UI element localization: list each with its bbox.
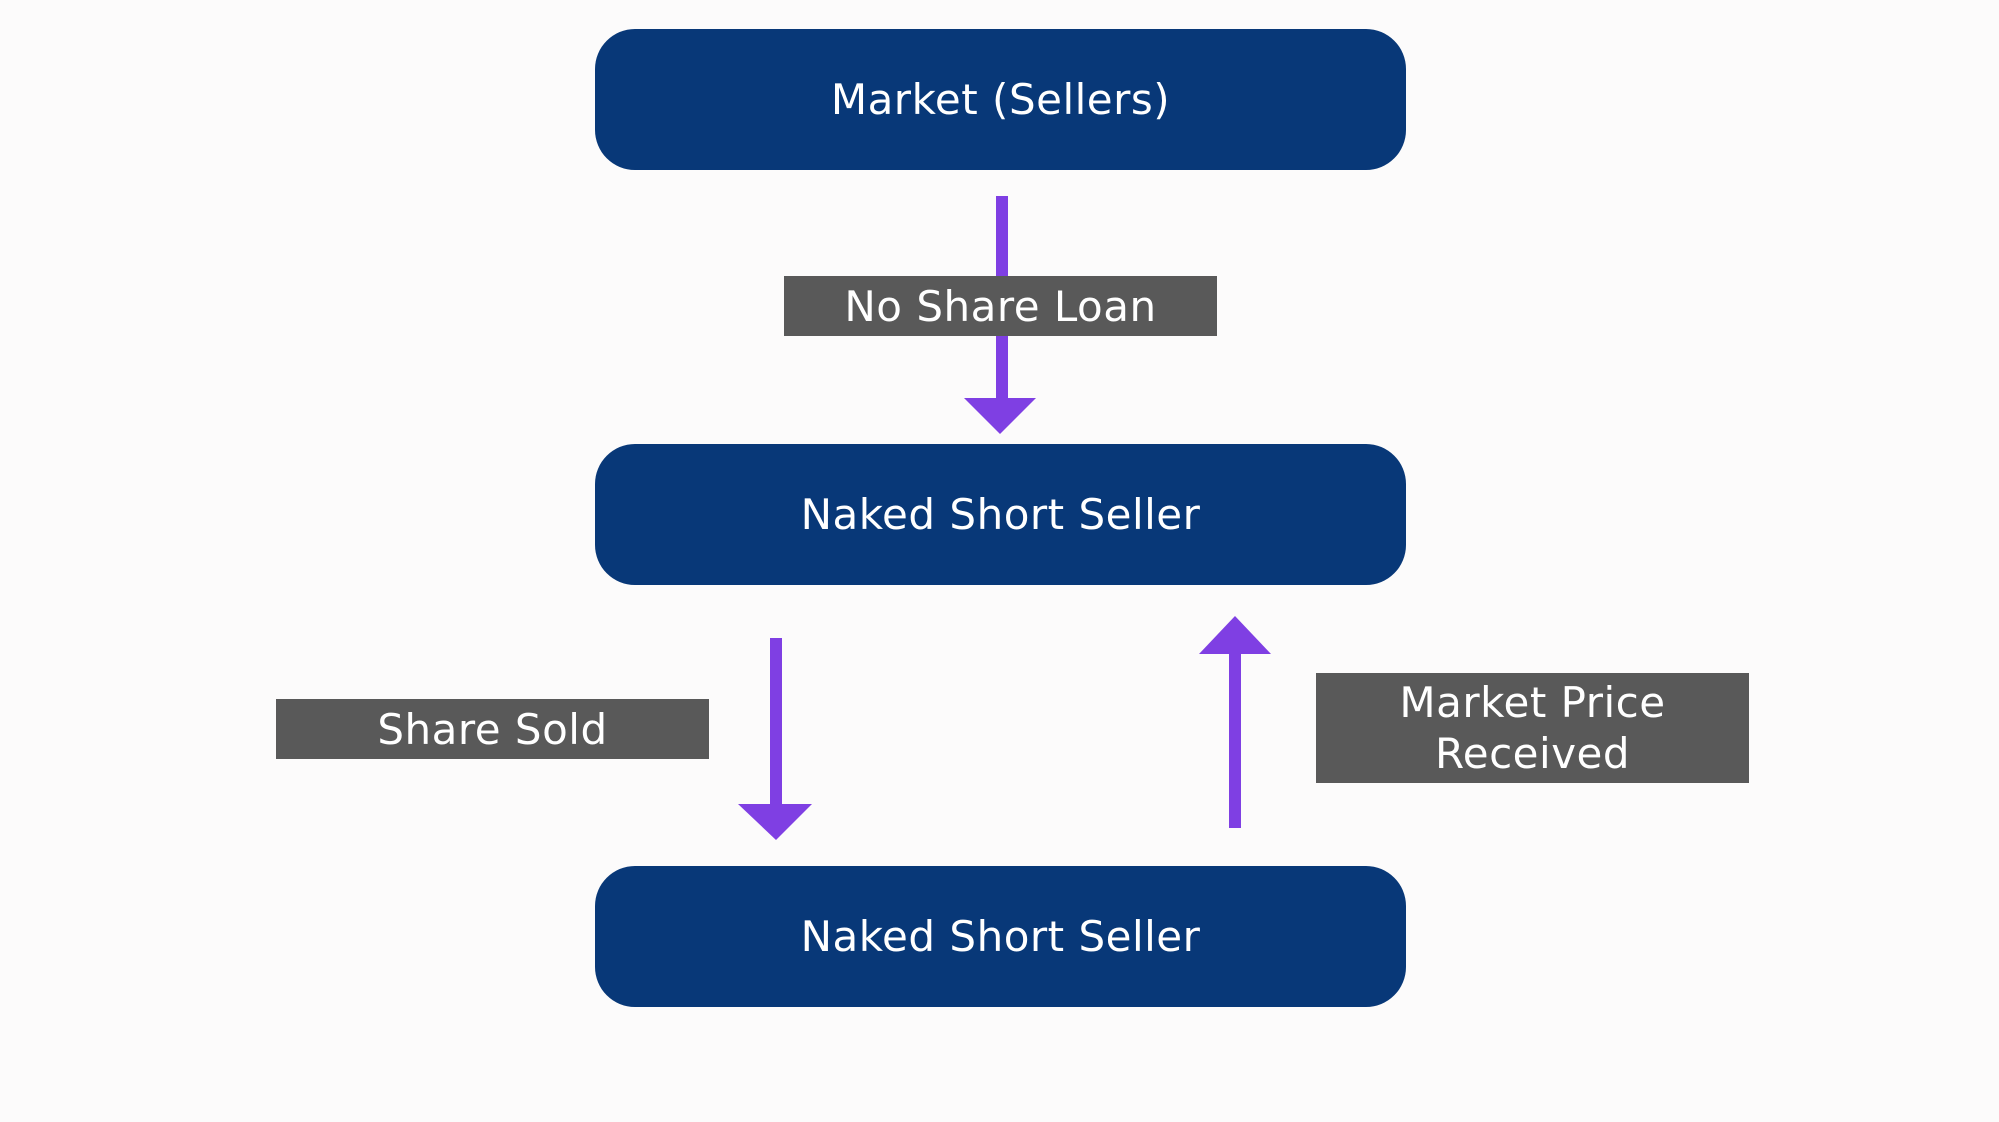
market-price-received-label: Market Price Received <box>1316 673 1749 783</box>
edge-label-text: No Share Loan <box>844 281 1157 331</box>
arrow-shaft <box>770 638 782 808</box>
edge-label-line-1: Market Price <box>1399 678 1666 727</box>
edge-label-line-2: Received <box>1434 729 1631 778</box>
naked-short-seller-node: Naked Short Seller <box>595 444 1406 585</box>
market-sellers-node: Market (Sellers) <box>595 29 1406 170</box>
arrow-head-down-icon <box>964 398 1036 434</box>
node-label: Naked Short Seller <box>800 912 1201 961</box>
node-label: Naked Short Seller <box>800 490 1201 539</box>
arrow-head-down-icon <box>738 804 812 840</box>
share-sold-label: Share Sold <box>276 699 709 759</box>
arrow-market-price-received <box>1199 616 1271 828</box>
naked-short-seller-bottom-node: Naked Short Seller <box>595 866 1406 1007</box>
arrow-share-sold <box>738 638 812 840</box>
no-share-loan-label: No Share Loan <box>784 276 1217 336</box>
arrow-shaft <box>1229 650 1241 828</box>
node-label: Market (Sellers) <box>830 75 1171 124</box>
edge-label-text: Share Sold <box>377 704 608 754</box>
arrow-head-up-icon <box>1199 616 1271 654</box>
